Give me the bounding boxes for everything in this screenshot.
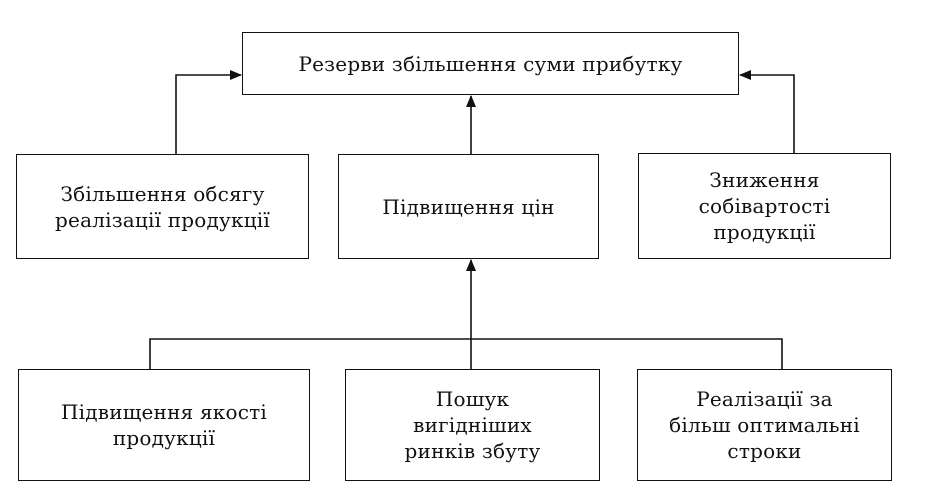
price-increase-box: Підвищення цін — [338, 154, 599, 259]
optimal-timing-box: Реалізації за більш оптимальні строки — [637, 369, 892, 481]
bracket-bottom-boxes — [149, 338, 783, 369]
market-search-label: Пошук вигідніших ринків збуту — [404, 387, 541, 463]
quality-improvement-label: Підвищення якості продукції — [60, 400, 268, 450]
price-increase-label: Підвищення цін — [382, 194, 555, 219]
arrow-cost-to-root — [739, 70, 795, 153]
quality-improvement-box: Підвищення якості продукції — [18, 369, 310, 481]
cost-reduction-box: Зниження собівартості продукції — [638, 153, 891, 259]
market-search-box: Пошук вигідніших ринків збуту — [345, 369, 600, 481]
root-label: Резерви збільшення суми прибутку — [298, 51, 683, 76]
cost-reduction-label: Зниження собівартості продукції — [698, 168, 831, 244]
root-box: Резерви збільшення суми прибутку — [242, 32, 739, 95]
sales-volume-label: Збільшення обсягу реалізації продукції — [55, 181, 270, 232]
sales-volume-box: Збільшення обсягу реалізації продукції — [16, 154, 309, 259]
optimal-timing-label: Реалізації за більш оптимальні строки — [669, 387, 860, 463]
arrow-volume-to-root — [175, 70, 242, 154]
